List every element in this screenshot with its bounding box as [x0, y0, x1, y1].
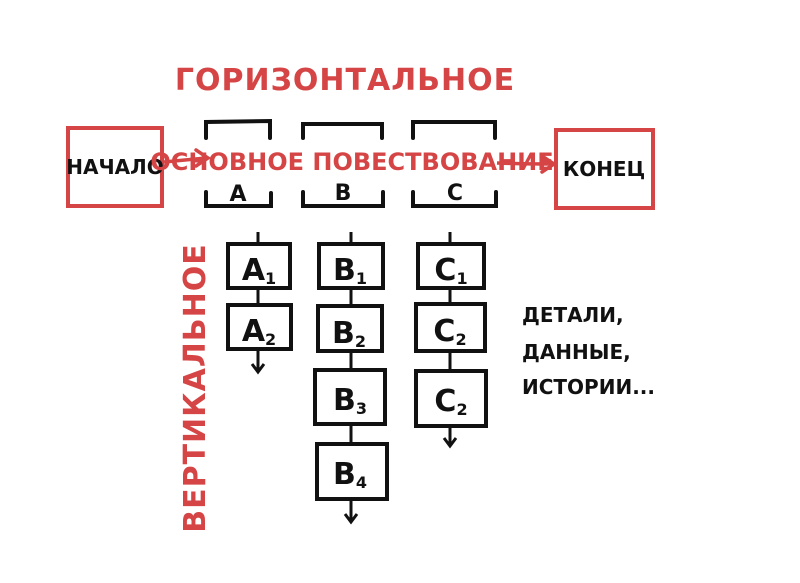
column-a-items: A1 A2	[226, 232, 293, 375]
column-c-items: C1 C2 C2	[414, 232, 488, 449]
arrow-story-to-end	[496, 154, 558, 174]
item-b2: B2	[332, 316, 366, 351]
start-label: НАЧАЛО	[66, 155, 163, 179]
side-note-line-3: ИСТОРИИ...	[522, 375, 655, 399]
column-frame-a	[204, 118, 273, 208]
item-b4: B4	[333, 457, 367, 492]
column-frame-c	[411, 120, 498, 208]
title-horizontal: ГОРИЗОНТАЛЬНОЕ	[175, 63, 515, 98]
main-story-label: ОСНОВНОЕ ПОВЕСТВОВАНИЕ	[150, 148, 553, 176]
column-label-a: A	[229, 182, 246, 207]
start-box	[66, 126, 164, 208]
title-vertical: ВЕРТИКАЛЬНОЕ	[178, 243, 213, 533]
side-note: ДЕТАЛИ, ДАННЫЕ, ИСТОРИИ...	[522, 303, 655, 399]
side-note-line-1: ДЕТАЛИ,	[522, 303, 624, 327]
column-b-items: B1 B2 B3 B4	[313, 232, 389, 525]
end-box	[554, 128, 655, 210]
column-frame-b	[301, 122, 385, 208]
item-c2: C2	[433, 314, 466, 349]
item-c1: C1	[434, 253, 467, 288]
item-a2: A2	[242, 314, 276, 349]
arrow-start-to-story	[163, 148, 212, 168]
start-node: НАЧАЛО	[66, 126, 164, 208]
item-b3: B3	[333, 383, 367, 418]
end-node: КОНЕЦ	[554, 128, 655, 210]
item-a1: A1	[242, 253, 276, 288]
item-b1: B1	[333, 253, 367, 288]
side-note-line-2: ДАННЫЕ,	[522, 340, 631, 364]
end-label: КОНЕЦ	[563, 157, 645, 181]
item-c3: C2	[434, 384, 467, 419]
column-label-c: C	[447, 181, 463, 206]
column-label-b: B	[335, 181, 352, 206]
